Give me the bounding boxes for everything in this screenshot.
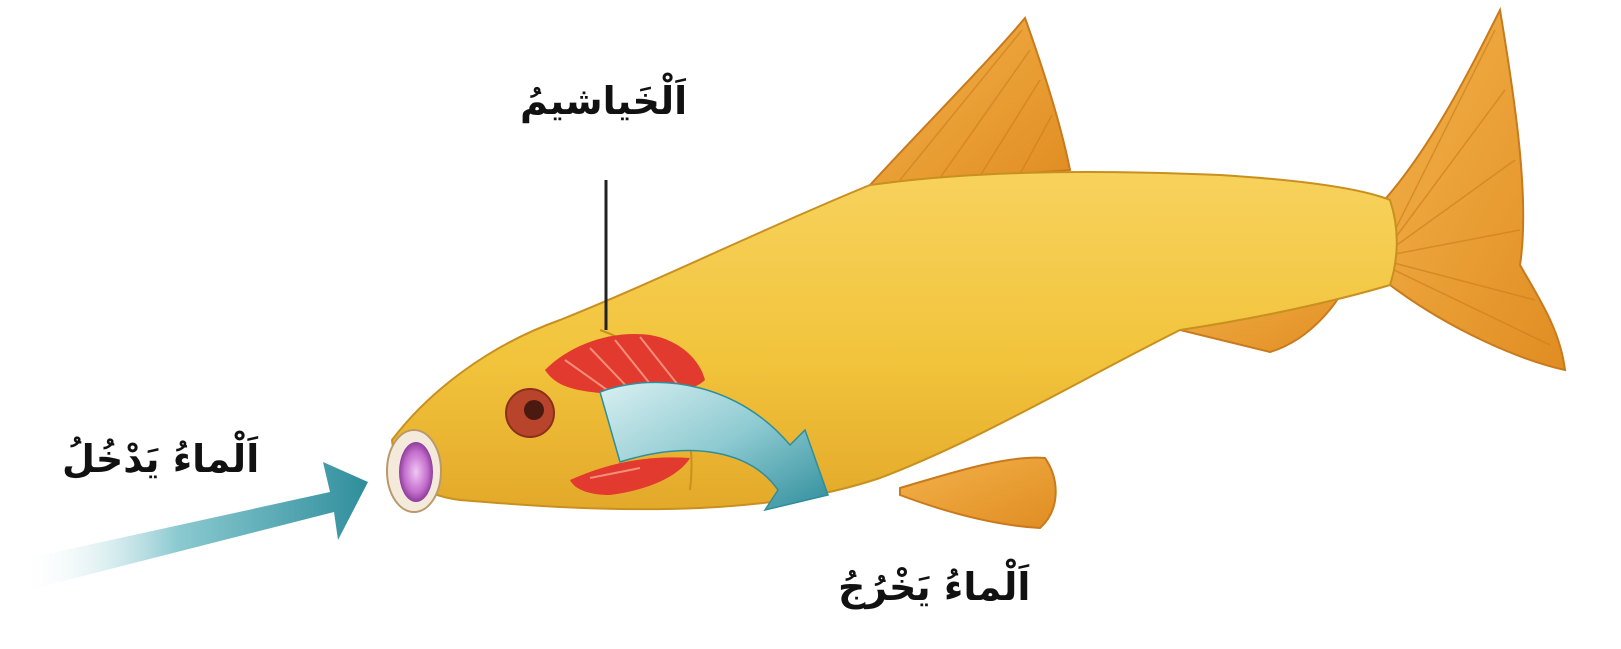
dorsal-fin <box>870 18 1070 185</box>
water-enters-label: اَلْماءُ يَدْخُلُ <box>62 440 259 478</box>
pelvic-fin <box>900 458 1056 528</box>
water-enter-arrow <box>20 462 368 590</box>
water-exits-label: اَلْماءُ يَخْرُجُ <box>838 568 1030 606</box>
gills-label: اَلْخَياشيمُ <box>520 82 687 120</box>
